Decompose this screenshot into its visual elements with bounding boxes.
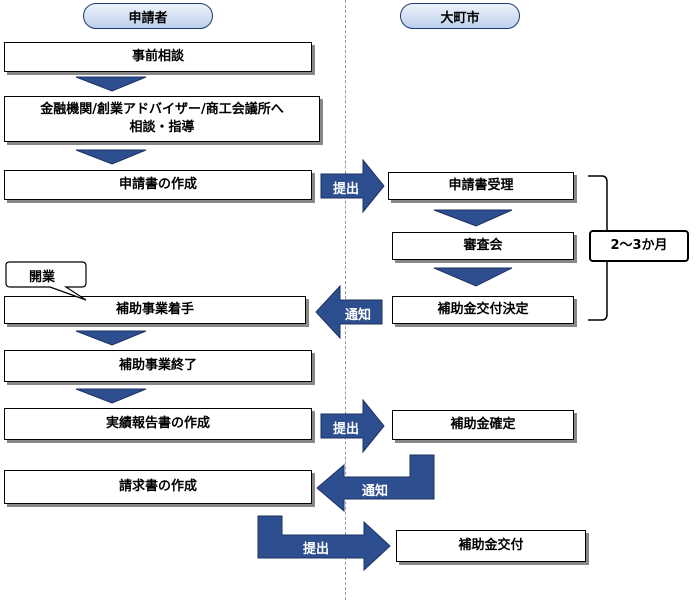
down-arrow-icon — [75, 388, 147, 404]
city-grant-payment: 補助金交付 — [396, 530, 586, 562]
submit-label-3: 提出 — [303, 542, 330, 557]
step-end-project: 補助事業終了 — [4, 350, 312, 382]
step-consult-label: 金融機関/創業アドバイザー/商工会議所へ 相談・指導 — [40, 102, 284, 135]
submit-label-1: 提出 — [333, 182, 360, 197]
step-start-project-label: 補助事業着手 — [115, 302, 194, 318]
down-arrow-icon — [75, 330, 147, 346]
callout-bubble — [5, 261, 87, 301]
duration-label-box: 2～3か月 — [589, 230, 689, 262]
left-arrow-icon — [315, 284, 383, 340]
down-arrow-icon — [75, 149, 147, 165]
city-header-label: 大町市 — [440, 10, 480, 26]
step-consult: 金融機関/創業アドバイザー/商工会議所へ 相談・指導 — [4, 96, 320, 142]
city-grant-confirm: 補助金確定 — [392, 410, 574, 440]
notify-label-1: 通知 — [345, 308, 372, 323]
down-arrow-icon — [433, 209, 513, 227]
step-create-application: 申請書の作成 — [4, 170, 312, 200]
notify-label-2: 通知 — [362, 484, 389, 499]
step-end-project-label: 補助事業終了 — [118, 358, 197, 374]
applicant-header-label: 申請者 — [128, 10, 168, 26]
step-start-project: 補助事業着手 — [4, 296, 306, 324]
bent-right-arrow-icon — [257, 515, 391, 572]
city-review: 審査会 — [392, 232, 574, 260]
city-header: 大町市 — [400, 3, 520, 29]
city-grant-confirm-label: 補助金確定 — [450, 417, 516, 433]
duration-label: 2～3か月 — [610, 238, 668, 254]
down-arrow-icon — [433, 267, 513, 287]
step-create-report: 実績報告書の作成 — [4, 408, 312, 440]
right-arrow-icon — [320, 158, 385, 214]
step-create-invoice-label: 請求書の作成 — [118, 479, 197, 495]
step-create-application-label: 申請書の作成 — [118, 177, 197, 193]
city-review-label: 審査会 — [463, 238, 503, 254]
step-pre-consult: 事前相談 — [4, 42, 312, 72]
step-create-report-label: 実績報告書の作成 — [105, 416, 210, 432]
submit-label-2: 提出 — [333, 422, 360, 437]
city-grant-decision: 補助金交付決定 — [392, 296, 574, 324]
down-arrow-icon — [75, 76, 147, 92]
applicant-header: 申請者 — [83, 3, 213, 29]
right-arrow-icon — [320, 398, 385, 454]
step-pre-consult-label: 事前相談 — [131, 49, 184, 65]
city-receive-application: 申請書受理 — [388, 172, 574, 200]
city-grant-decision-label: 補助金交付決定 — [437, 302, 529, 318]
city-grant-payment-label: 補助金交付 — [458, 538, 524, 554]
city-receive-application-label: 申請書受理 — [448, 178, 514, 194]
step-create-invoice: 請求書の作成 — [4, 470, 312, 504]
callout-opening-label: 開業 — [29, 270, 56, 285]
bent-left-arrow-icon — [316, 454, 435, 513]
